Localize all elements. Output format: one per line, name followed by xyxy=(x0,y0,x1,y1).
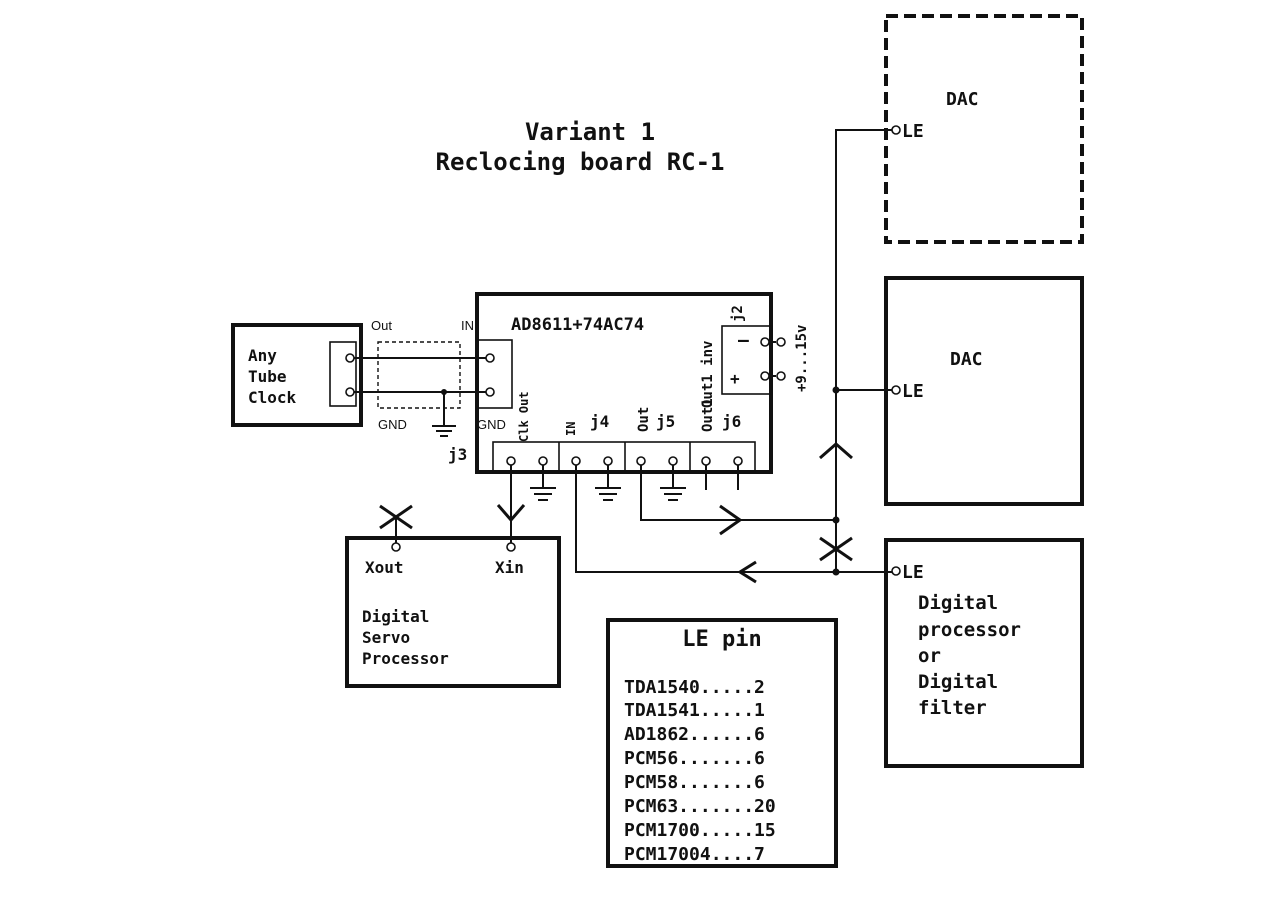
le-table-title: LE pin xyxy=(682,627,761,652)
servo-line-3: Processor xyxy=(362,649,449,668)
servo-xout: Xout xyxy=(365,558,404,577)
ground-symbols xyxy=(530,465,739,501)
j3-label: j3 xyxy=(448,445,467,464)
clkout-label: Clk Out xyxy=(517,391,531,442)
signal-wires xyxy=(496,129,892,584)
j5-label: j5 xyxy=(656,412,675,431)
processor-line-3: or xyxy=(918,645,941,667)
servo-processor-block: Xout Xin Digital Servo Processor xyxy=(345,504,561,688)
dac-mid-block: DAC LE xyxy=(884,276,1084,506)
processor-le: LE xyxy=(902,562,924,583)
dac-mid-title: DAC xyxy=(950,349,983,370)
dac-top-title: DAC xyxy=(946,89,979,110)
board-out-label: Out xyxy=(636,407,652,432)
le-row-7: PCM1700.....15 xyxy=(624,820,776,841)
servo-line-1: Digital xyxy=(362,607,429,626)
dac-mid-le: LE xyxy=(902,381,924,402)
processor-line-1: Digital xyxy=(918,592,998,614)
j2-label: j2 xyxy=(730,305,746,322)
clock-label-1: Any xyxy=(248,346,277,365)
j2-minus-label: – xyxy=(738,330,749,351)
coax-in-label: IN xyxy=(461,318,474,333)
j6-label: j6 xyxy=(722,412,741,431)
coax-out-label: Out xyxy=(371,318,392,333)
dac-top-block: DAC LE xyxy=(884,14,1084,244)
le-row-2: TDA1541.....1 xyxy=(624,700,765,721)
le-row-1: TDA1540.....2 xyxy=(624,677,765,698)
out1-label: Out1 xyxy=(700,398,716,432)
title-line-1: Variant 1 xyxy=(525,118,655,146)
servo-xin: Xin xyxy=(495,558,524,577)
digital-processor-block: LE Digital processor or Digital filter xyxy=(884,538,1084,768)
le-row-8: PCM17004....7 xyxy=(624,844,765,865)
clock-label-2: Tube xyxy=(248,367,287,386)
j2-plus-label: + xyxy=(730,369,740,388)
out1inv-label: Out1 inv xyxy=(700,341,716,408)
dac-top-le: LE xyxy=(902,121,924,142)
le-row-6: PCM63.......20 xyxy=(624,796,776,817)
le-row-4: PCM56.......6 xyxy=(624,748,765,769)
processor-line-2: processor xyxy=(918,619,1021,641)
board-in-label: IN xyxy=(564,422,578,436)
le-row-3: AD1862......6 xyxy=(624,724,765,745)
coax-gnd-left-label: GND xyxy=(378,417,407,432)
servo-line-2: Servo xyxy=(362,628,410,647)
coax-gnd-right-label: GND xyxy=(477,417,506,432)
processor-line-5: filter xyxy=(918,697,987,719)
coax-cable-j3: Out GND IN GND j3 xyxy=(354,318,506,464)
supply-label: +9...15v xyxy=(794,325,810,392)
title-line-2: Reclocing board RC-1 xyxy=(436,148,725,176)
tube-clock-block: Any Tube Clock xyxy=(231,323,363,427)
clock-label-3: Clock xyxy=(248,388,297,407)
le-pin-table: LE pin TDA1540.....2 TDA1541.....1 AD186… xyxy=(606,618,838,868)
processor-line-4: Digital xyxy=(918,671,998,693)
le-row-5: PCM58.......6 xyxy=(624,772,765,793)
reclocking-board: AD8611+74AC74 – + j2 +9...15v Out1 inv C… xyxy=(475,292,810,474)
board-title: AD8611+74AC74 xyxy=(511,315,644,335)
j4-label: j4 xyxy=(590,412,609,431)
